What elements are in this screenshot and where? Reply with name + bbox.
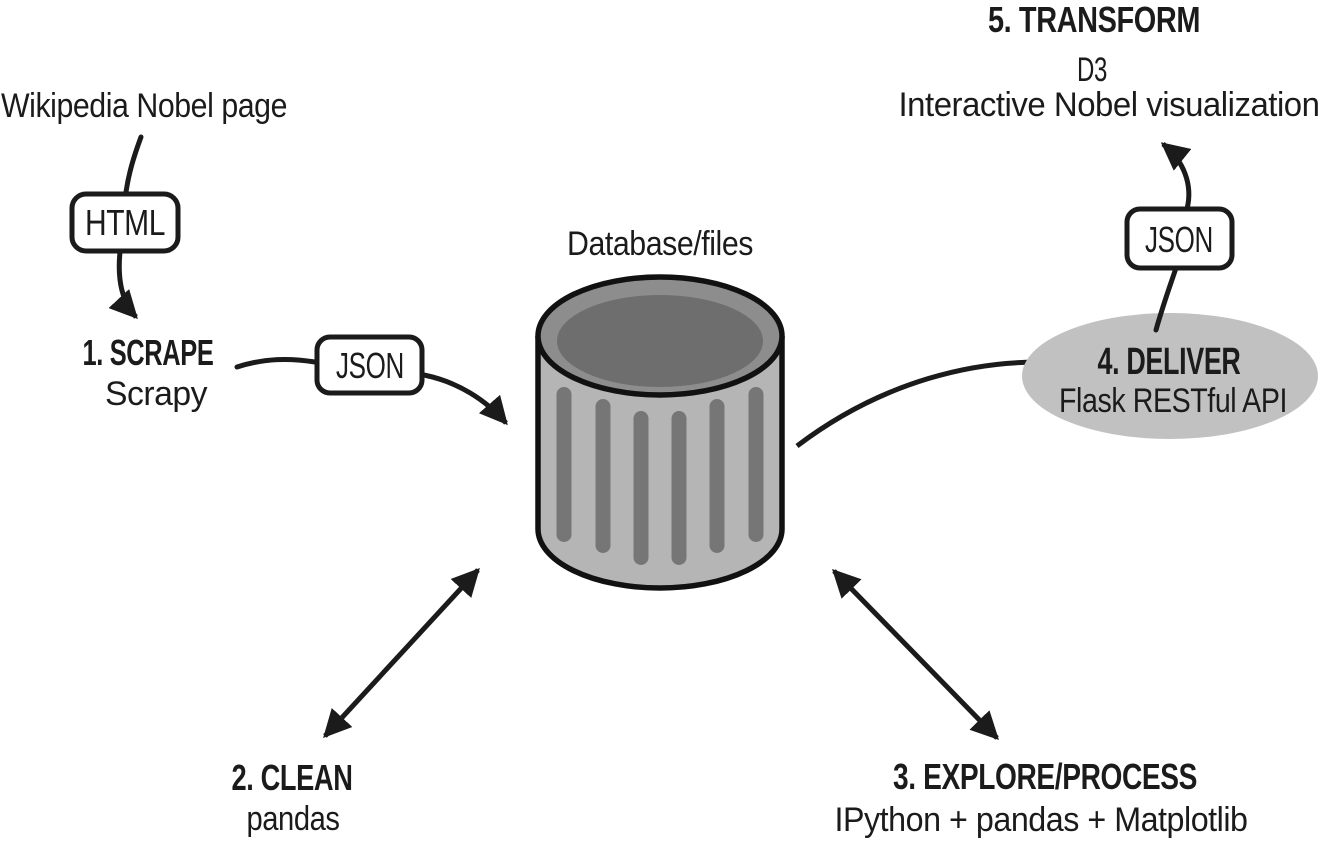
clean-tool: pandas bbox=[247, 800, 340, 838]
cylinder-stripe bbox=[595, 399, 611, 553]
double-arrow-clean bbox=[323, 567, 480, 739]
explore-title: 3. EXPLORE/PROCESS bbox=[893, 756, 1197, 797]
database-cylinder bbox=[535, 274, 785, 591]
double-arrow-explore bbox=[832, 568, 999, 741]
database-label: Database/files bbox=[567, 225, 753, 263]
explore-tool: IPython + pandas + Matplotlib bbox=[835, 801, 1248, 839]
json-box-out bbox=[1124, 206, 1235, 271]
connector-arrows bbox=[108, 134, 1192, 741]
cylinder-stripe bbox=[671, 411, 687, 565]
json-in-label: JSON bbox=[336, 345, 404, 386]
line-scrape-to-json bbox=[234, 356, 318, 370]
cylinder-stripe bbox=[748, 387, 764, 542]
arrow-html-to-scrape bbox=[108, 251, 138, 320]
deliver-tool: Flask RESTful API bbox=[1059, 382, 1287, 420]
cylinder-stripes bbox=[556, 387, 764, 565]
cylinder-stripe bbox=[709, 399, 725, 553]
clean-title: 2. CLEAN bbox=[232, 757, 353, 798]
arrow-json-to-transform bbox=[1160, 142, 1192, 210]
deliver-title: 4. DELIVER bbox=[1098, 341, 1241, 383]
cylinder-stripe bbox=[633, 411, 649, 565]
html-box bbox=[69, 191, 181, 254]
scrape-tool: Scrapy bbox=[105, 375, 207, 413]
scrape-title: 1. SCRAPE bbox=[83, 332, 214, 373]
json-box-in bbox=[314, 334, 425, 396]
line-deliver-to-json bbox=[1153, 265, 1179, 333]
cylinder-stripe bbox=[556, 387, 572, 542]
html-box-label: HTML bbox=[85, 202, 165, 243]
transform-tool: D3 bbox=[1077, 51, 1107, 89]
cylinder-top-inner bbox=[557, 295, 763, 387]
deliver-ellipse bbox=[1022, 313, 1318, 439]
transform-title: 5. TRANSFORM bbox=[988, 0, 1200, 40]
source-label: Wikipedia Nobel page bbox=[1, 87, 287, 125]
line-source-to-html bbox=[123, 134, 144, 195]
arrow-json-to-database bbox=[423, 372, 508, 426]
transform-output: Interactive Nobel visualization bbox=[899, 86, 1320, 124]
json-out-label: JSON bbox=[1145, 219, 1213, 260]
